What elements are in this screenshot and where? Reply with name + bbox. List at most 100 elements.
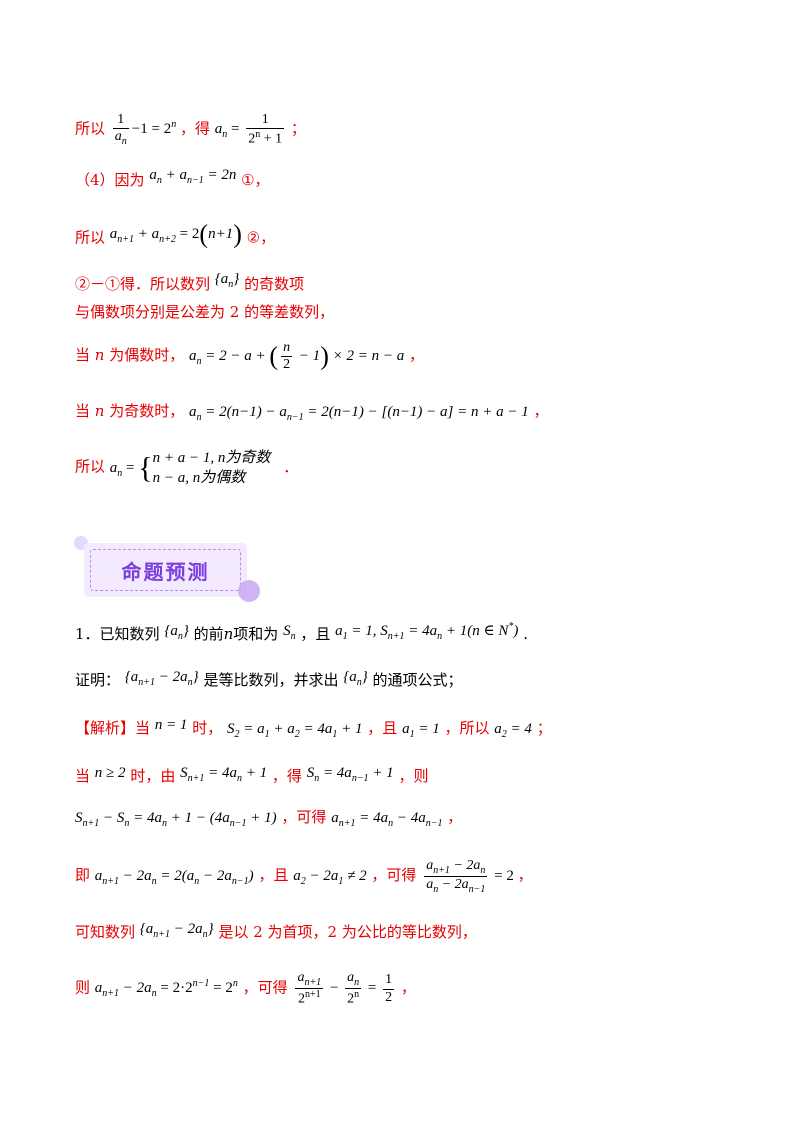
denominator: 2 <box>297 991 305 1007</box>
formula-text: n = 1 <box>154 717 188 733</box>
text: 当 <box>75 402 95 420</box>
decoration-dot <box>238 580 260 602</box>
formula-text: {a <box>124 669 139 685</box>
formula-text: = 4a <box>129 810 162 826</box>
denominator-rest: − 2a <box>438 877 469 893</box>
formula-text: S <box>180 765 188 781</box>
formula-text: n ≥ 2 <box>94 765 126 781</box>
formula-text: = 2(n−1) − [(n−1) − a] = n + a − 1 <box>303 404 529 420</box>
problem-line-2: 证明： {an+1 − 2an} 是等比数列，并求出 {an} 的通项公式； <box>75 670 463 688</box>
text: ，则 <box>398 767 429 785</box>
text: 所以 <box>75 457 106 476</box>
subscript: n <box>228 279 234 290</box>
subscript: n <box>151 876 157 888</box>
superscript: * <box>508 621 514 632</box>
numerator: 1 <box>246 112 285 130</box>
subscript: n <box>222 129 228 141</box>
formula: an+1 = 4an − 4an−1 <box>331 810 442 829</box>
formula-text: + a <box>269 721 295 737</box>
subscript: n <box>124 818 130 829</box>
formula-text: = 2 − a + <box>201 348 270 365</box>
text: ，且 <box>258 866 289 885</box>
formula-text: − 1 <box>295 348 321 365</box>
formula-text: a <box>331 810 339 826</box>
formula-text: = <box>122 459 139 476</box>
text: ，得 <box>271 767 302 785</box>
subscript: n <box>177 631 183 642</box>
text: （4）因为 <box>75 171 145 189</box>
subscript: n−1 <box>286 412 304 423</box>
problem-line-5: Sn+1 − Sn = 4an + 1 − (4an−1 + 1) ，可得 an… <box>75 810 462 829</box>
subscript: n <box>162 818 167 829</box>
subscript: n−1 <box>468 884 486 896</box>
text: ， <box>517 866 533 885</box>
text: ， <box>400 978 416 997</box>
text: ①， <box>241 171 270 189</box>
text: 的通项公式； <box>372 671 463 689</box>
text: 是以 2 为首项，2 为公比的等比数列， <box>218 923 477 941</box>
formula-text: a <box>402 721 410 737</box>
subscript: n−1 <box>231 876 249 888</box>
formula-text: a <box>335 623 343 639</box>
variable: n <box>223 625 234 643</box>
solution-line-7: 当 n 为奇数时， an = 2(n−1) − an−1 = 2(n−1) − … <box>75 404 549 423</box>
formula-text: S <box>306 765 315 781</box>
subscript: n <box>433 884 439 896</box>
formula-text: − 4a <box>393 810 426 826</box>
formula-text: {a <box>139 921 154 937</box>
denominator: 2 <box>385 989 393 1005</box>
text: 为偶数时， <box>104 346 185 365</box>
subscript: n <box>194 876 200 888</box>
formula-text: − 2a <box>199 868 232 885</box>
subscript: 1 <box>332 729 338 740</box>
text: 所以 <box>75 119 106 138</box>
formula: n ≥ 2 <box>95 765 126 781</box>
subscript: n+1 <box>153 929 171 940</box>
subscript: n <box>356 677 362 688</box>
subscript: n <box>187 677 193 688</box>
text: ②－①得．所以数列 <box>75 275 211 293</box>
formula-text: {a <box>343 669 357 685</box>
subscript: n <box>437 631 443 642</box>
text: 项和为 <box>233 625 279 643</box>
subscript: 2 <box>501 729 507 740</box>
denominator: 2 <box>347 991 355 1007</box>
text: ②， <box>246 228 276 247</box>
formula-text: a <box>94 868 103 885</box>
subscript: 2 <box>234 729 240 740</box>
solution-line-3: 所以 an+1 + an+2 = 2(n+1) ②， <box>75 222 275 248</box>
formula-text: − 2a <box>305 868 339 885</box>
formula: a1 = 1, Sn+1 = 4an + 1(n ∈ N*) <box>335 621 518 642</box>
problem-line-6: 即 an+1 − 2an = 2(an − 2an−1) ，且 a2 − 2a1… <box>75 858 533 896</box>
subscript: 2 <box>294 729 300 740</box>
formula-text: = <box>227 121 240 138</box>
text: ，且 <box>367 719 398 737</box>
formula-text: = <box>364 980 381 997</box>
text: 当 <box>75 767 91 785</box>
numerator: 1 <box>383 972 395 990</box>
formula-text: a <box>189 404 197 420</box>
formula-text: = 2n <box>203 167 237 183</box>
formula-text: + 1 − (4a <box>167 810 230 826</box>
subscript: n <box>290 631 296 642</box>
formula-text: − 2a <box>119 868 152 885</box>
subscript: n+1 <box>433 864 450 876</box>
text: 时，由 <box>130 767 176 785</box>
subscript: 1 <box>342 631 348 642</box>
formula-text: = 1, S <box>347 623 388 639</box>
text: 为奇数时， <box>104 402 185 420</box>
formula-text: = 2(a <box>156 868 195 885</box>
subscript: n+1 <box>304 976 322 988</box>
banner-frame: 命题预测 <box>90 549 241 591</box>
superscript: n−1 <box>192 978 210 990</box>
denominator-rest: + 1 <box>260 131 283 147</box>
text: 证明： <box>75 671 121 689</box>
subscript: n−1 <box>186 175 204 186</box>
numerator: a <box>347 970 355 985</box>
